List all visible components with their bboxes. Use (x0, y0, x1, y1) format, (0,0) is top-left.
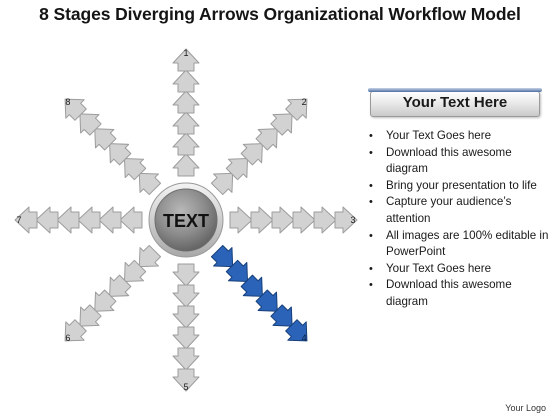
arrow-chevron-icon (138, 172, 162, 196)
arrow-arm-stage-5 (172, 263, 200, 392)
bullet-item: • Download this awesome diagram (366, 145, 550, 178)
bullet-text: Your Text Goes here (386, 261, 492, 275)
arrow-chevron-icon (172, 48, 200, 72)
bullet-text: Your Text Goes here (386, 129, 492, 142)
bullet-dot-icon: • (369, 229, 373, 242)
arrow-chevron-icon (292, 206, 316, 234)
bullet-text: Capture your audience’s attention (386, 195, 512, 225)
text-box-heading: Your Text Here (368, 88, 544, 118)
arrow-chevron-icon (172, 153, 200, 177)
bullet-item: • Bring your presentation to life (366, 178, 550, 195)
arrow-chevron-icon (172, 305, 200, 329)
arrow-arm-stage-8 (64, 98, 162, 196)
bullet-dot-icon: • (369, 130, 373, 142)
arrow-chevron-icon (98, 206, 122, 234)
arrow-chevron-icon (210, 244, 234, 268)
arrow-chevron-icon (270, 113, 293, 136)
heading-accent-bar (368, 88, 542, 92)
bullet-dot-icon: • (369, 196, 373, 209)
arrow-arm-stage-2 (210, 98, 308, 196)
stage-number-6: 6 (65, 333, 70, 343)
arrow-chevron-icon (14, 206, 38, 234)
bullet-list: • Your Text Goes here • Download this aweso… (366, 128, 550, 311)
arrow-chevron-icon (109, 274, 132, 297)
arrow-chevron-icon (210, 172, 234, 196)
bullet-item: • Download this awesome diagram (366, 277, 550, 310)
center-hub: TEXT (148, 182, 224, 258)
arrow-arm-stage-3 (229, 206, 358, 234)
arrow-chevron-icon (64, 98, 87, 121)
footer-logo-text: Your Logo (505, 403, 546, 413)
bullet-text: All images are 100% editable in PowerPoi… (386, 228, 549, 259)
arrow-chevron-icon (172, 326, 200, 350)
bullet-dot-icon: • (369, 179, 373, 192)
bullet-item: • All images are 100% editable in PowerPo… (366, 228, 550, 261)
stage-number-4: 4 (302, 333, 307, 343)
arrow-chevron-icon (225, 259, 249, 283)
arrow-arm-stage-7 (14, 206, 143, 234)
arrow-chevron-icon (250, 206, 274, 234)
stage-number-7: 7 (16, 215, 21, 225)
bullet-item: • Capture your audience’s attention (366, 194, 550, 227)
arrow-chevron-icon (313, 206, 337, 234)
arrow-chevron-icon (172, 111, 200, 135)
arrow-chevron-icon (229, 206, 253, 234)
arrow-chevron-icon (285, 98, 308, 121)
arrow-chevron-icon (94, 289, 117, 312)
arrow-chevron-icon (255, 128, 278, 151)
arrow-chevron-icon (334, 206, 358, 234)
arrow-arm-stage-1 (172, 48, 200, 177)
arrow-chevron-icon (240, 143, 263, 166)
arrow-chevron-icon (138, 244, 162, 268)
arrow-chevron-icon (123, 259, 147, 283)
arrow-chevron-icon (172, 347, 200, 371)
stage-number-8: 8 (65, 97, 70, 107)
bullet-dot-icon: • (369, 279, 373, 292)
diverging-arrows-diagram: 1 2 3 4 5 6 7 8 TEXT (14, 48, 358, 392)
arrow-chevron-icon (109, 143, 132, 166)
bullet-item: • Your Text Goes here (366, 261, 550, 278)
arrow-chevron-icon (172, 69, 200, 93)
arrow-chevron-icon (94, 128, 117, 151)
arrow-chevron-icon (79, 304, 102, 327)
center-label: TEXT (163, 211, 209, 231)
bullet-text: Bring your presentation to life (386, 178, 537, 192)
bullet-dot-icon: • (369, 262, 373, 275)
arrow-chevron-icon (270, 304, 293, 327)
stage-number-3: 3 (350, 215, 355, 225)
arrow-chevron-icon (64, 319, 87, 342)
arrow-chevron-icon (172, 90, 200, 114)
arrow-chevron-icon (172, 263, 200, 287)
bullet-item: • Your Text Goes here (366, 128, 550, 145)
arrow-chevron-icon (77, 206, 101, 234)
arrow-chevron-icon (56, 206, 80, 234)
stage-number-5: 5 (183, 382, 188, 392)
arrow-arm-stage-6 (64, 244, 162, 342)
arrow-chevron-icon (172, 368, 200, 392)
bullet-dot-icon: • (369, 146, 373, 159)
arrow-chevron-icon (119, 206, 143, 234)
stage-number-1: 1 (183, 48, 188, 58)
arrow-chevron-icon (240, 274, 263, 297)
arrow-chevron-icon (172, 132, 200, 156)
arrow-chevron-icon (285, 319, 308, 342)
arrow-chevron-icon (35, 206, 59, 234)
slide-title: 8 Stages Diverging Arrows Organizational… (39, 4, 521, 24)
arrow-chevron-icon (79, 113, 102, 136)
arrow-chevron-icon (172, 284, 200, 308)
arrow-chevron-icon (255, 289, 278, 312)
arrow-chevron-icon (225, 157, 249, 181)
text-box-heading-label: Your Text Here (402, 94, 508, 111)
bullet-text: Download this awesome diagram (386, 145, 512, 176)
arrow-chevron-icon (271, 206, 295, 234)
arrow-arm-stage-4 (210, 244, 308, 342)
stage-number-2: 2 (302, 97, 307, 107)
arrow-chevron-icon (123, 157, 147, 181)
bullet-text: Download this awesome diagram (386, 278, 512, 308)
